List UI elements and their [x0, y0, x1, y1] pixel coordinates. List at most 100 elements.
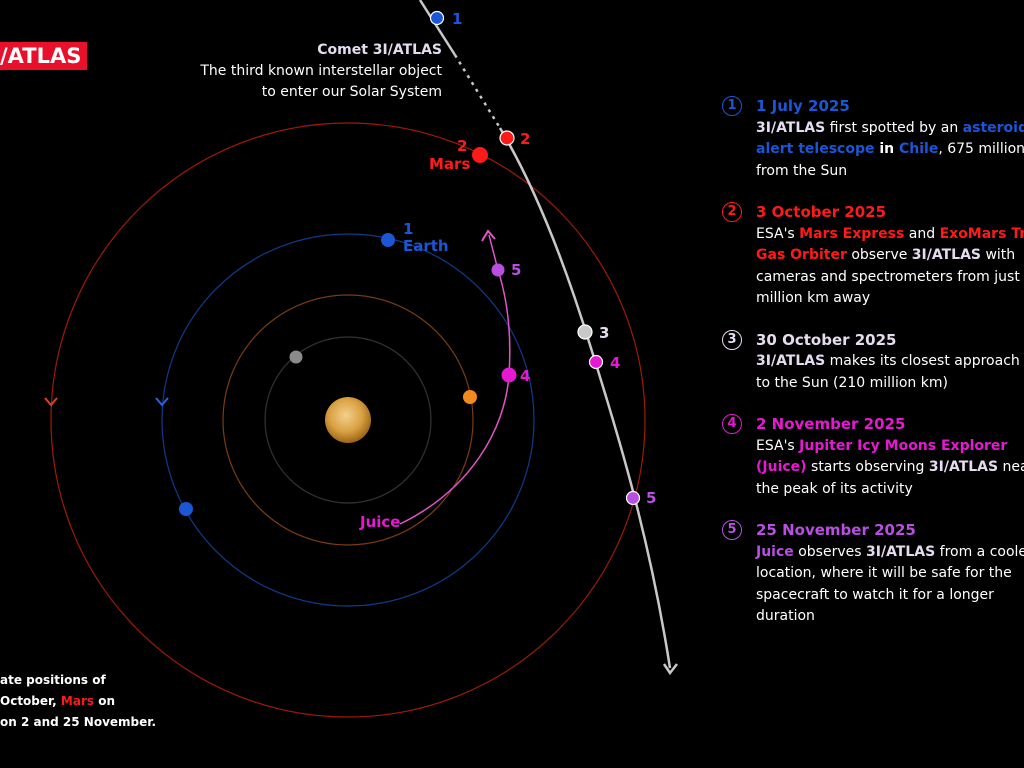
subtitle: Comet 3I/ATLAS The third known interstel…: [200, 40, 442, 103]
earth-position-5: [179, 502, 193, 516]
timeline-event: 1 1 July 2025 3I/ATLAS first spotted by an…: [722, 96, 1024, 182]
event-text: first spotted by an: [825, 119, 963, 136]
juice-label-5: 5: [511, 261, 521, 279]
timeline-events: 1 1 July 2025 3I/ATLAS first spotted by an…: [722, 96, 1024, 648]
juice-label-4: 4: [520, 367, 530, 385]
event-text: near: [1002, 459, 1024, 475]
event-description: 3I/ATLAS makes its closest approach to th…: [756, 351, 1024, 394]
page-title: /ATLAS: [0, 42, 88, 70]
event-text: cameras and spectrometers from just 30: [756, 268, 1024, 285]
event-highlight: Mars Express: [799, 225, 905, 242]
event-text: from the Sun: [756, 162, 848, 179]
comet-position-1: [429, 10, 445, 26]
event-text: ESA's: [756, 225, 800, 242]
event-number-badge: 4: [722, 414, 742, 434]
footnote-mars: Mars: [60, 694, 95, 708]
event-text: makes its closest approach: [825, 353, 1020, 369]
event-text: million km away: [756, 290, 871, 306]
comet-label-1: 1: [452, 10, 462, 28]
event-text: , 675 million km: [938, 141, 1024, 157]
mars-orbit: [50, 122, 646, 718]
subtitle-line-2: to enter our Solar System: [261, 84, 442, 100]
event-description: Juice observes 3I/ATLAS from a cooler loc…: [756, 542, 1024, 628]
venus-orbit: [222, 294, 474, 546]
earth-position-1: [381, 233, 395, 247]
comet-trajectory: [498, 127, 672, 669]
event-number-badge: 3: [722, 329, 742, 350]
juice-position-4: [501, 367, 517, 383]
earth-label: Earth: [403, 237, 449, 255]
event-text: observe: [846, 247, 912, 263]
event-highlight: 3I/ATLAS: [911, 247, 981, 263]
timeline-event: 3 30 October 2025 3I/ATLAS makes its close…: [722, 329, 1024, 395]
earth-orbit-direction-icon: [155, 397, 169, 407]
sun: [325, 397, 371, 443]
event-date: 30 October 2025: [756, 330, 897, 349]
mars-number-label: 2: [457, 137, 467, 155]
event-highlight: 3I/ATLAS: [756, 119, 826, 136]
event-highlight: Gas Orbiter: [756, 247, 847, 263]
event-text: observes: [793, 543, 866, 560]
event-date: 2 November 2025: [756, 415, 906, 433]
event-text: with: [981, 247, 1016, 263]
mars-position-2: [472, 147, 488, 163]
event-text: to the Sun (210 million km): [756, 374, 948, 391]
event-text: the peak of its activity: [756, 480, 913, 497]
event-highlight: (Juice): [756, 459, 807, 475]
venus: [463, 390, 477, 404]
mercury: [289, 350, 303, 364]
mercury-orbit: [264, 336, 432, 504]
event-highlight: asteroid: [962, 119, 1024, 136]
event-number-badge: 2: [722, 202, 742, 222]
event-highlight: 3I/ATLAS: [866, 543, 936, 560]
event-text: starts observing: [806, 459, 929, 475]
event-description: ESA's Jupiter Icy Moons Explorer(Juice) …: [756, 436, 1024, 501]
comet-label-3: 3: [599, 324, 609, 342]
comet-trajectory-dotted: [453, 54, 502, 129]
event-highlight: Juice: [756, 543, 794, 560]
comet-position-4: [588, 354, 604, 370]
event-highlight: Jupiter Icy Moons Explorer: [799, 437, 1008, 454]
footnote-line-1: ate positions of: [0, 673, 106, 687]
event-description: 3I/ATLAS first spotted by an asteroid ale…: [756, 118, 1024, 183]
event-highlight: 3I/ATLAS: [928, 459, 999, 475]
mars-orbit-direction-icon: [44, 397, 58, 407]
event-highlight: alert telescope: [756, 141, 875, 157]
comet-position-2: [499, 130, 515, 146]
event-text: from a cooler: [935, 543, 1024, 560]
comet-position-3: [577, 324, 593, 340]
comet-trajectory-start: [418, 0, 457, 56]
subtitle-line-1: The third known interstellar object: [200, 63, 442, 79]
event-number-badge: 1: [722, 96, 742, 116]
comet-position-5: [625, 490, 641, 506]
footnote-line-2a: October,: [0, 694, 61, 708]
comet-label-2: 2: [520, 130, 530, 148]
event-highlight: Chile: [898, 141, 939, 157]
event-highlight: in: [874, 141, 899, 157]
footnote-line-3: on 2 and 25 November.: [0, 715, 157, 729]
event-text: duration: [756, 608, 815, 624]
subtitle-heading: Comet 3I/ATLAS: [317, 42, 442, 58]
event-text: spacecraft to watch it for a longer: [756, 586, 994, 603]
comet-arrow-icon: [662, 663, 678, 676]
event-description: ESA's Mars Express and ExoMars TraceGas …: [756, 224, 1024, 310]
event-text: and: [904, 225, 940, 242]
juice-arrow-icon: [481, 229, 496, 242]
event-text: location, where it will be safe for the: [756, 565, 1012, 581]
juice-label: Juice: [359, 513, 400, 531]
event-date: 3 October 2025: [756, 203, 887, 221]
event-highlight: ExoMars Trace: [939, 225, 1024, 242]
comet-label-4: 4: [610, 354, 620, 372]
mars-label: Mars: [429, 155, 470, 173]
juice-trajectory: [399, 234, 511, 525]
earth-number-label: 1: [403, 220, 413, 238]
footnote-line-2c: on: [94, 694, 115, 708]
comet-label-5: 5: [646, 489, 656, 507]
event-date: 1 July 2025: [756, 97, 850, 115]
event-highlight: 3I/ATLAS: [756, 353, 826, 369]
event-number-badge: 5: [722, 520, 742, 540]
